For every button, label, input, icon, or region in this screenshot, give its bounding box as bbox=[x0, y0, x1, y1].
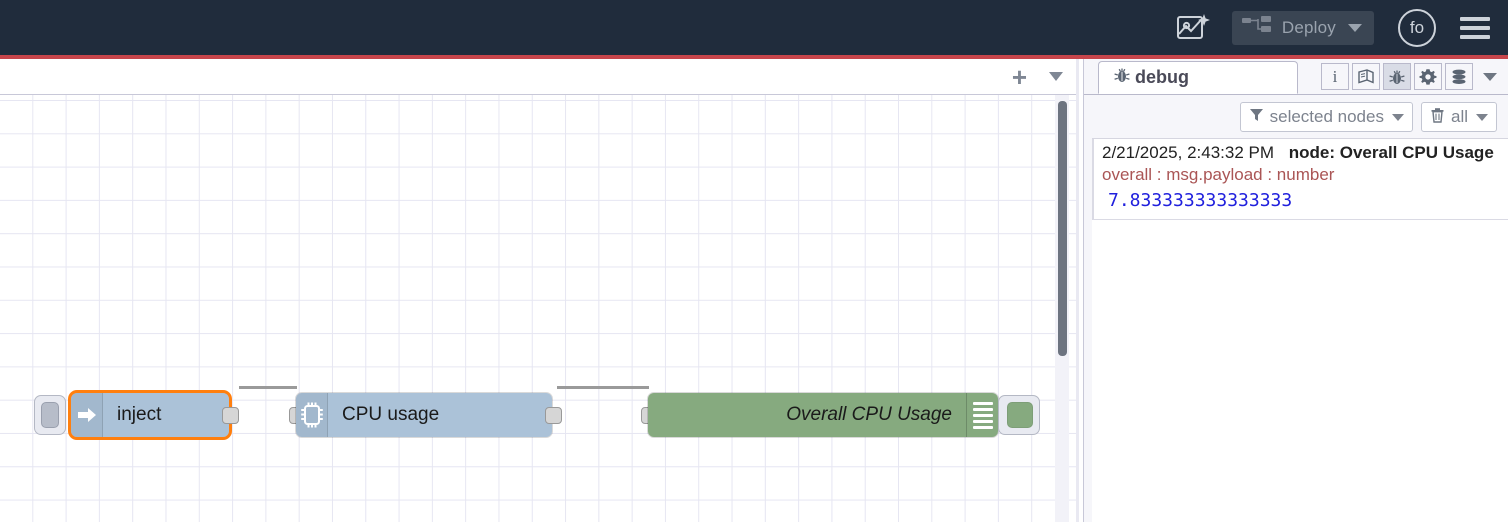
header-accent-line bbox=[0, 55, 1508, 59]
debug-node-body[interactable]: Overall CPU Usage bbox=[648, 393, 998, 437]
sidebar-more-chevron-icon[interactable] bbox=[1483, 72, 1497, 81]
debug-sidebar: debug i bbox=[1083, 59, 1508, 522]
debug-message-list[interactable]: 2/21/2025, 2:43:32 PM node: Overall CPU … bbox=[1092, 138, 1508, 522]
cpu-output-port[interactable] bbox=[545, 407, 562, 424]
config-gear-icon[interactable] bbox=[1414, 63, 1442, 90]
debug-node-filter-label: selected nodes bbox=[1269, 107, 1384, 126]
debug-node-filter-button[interactable]: selected nodes bbox=[1239, 102, 1413, 132]
debug-message[interactable]: 2/21/2025, 2:43:32 PM node: Overall CPU … bbox=[1092, 139, 1508, 220]
debug-message-timestamp: 2/21/2025, 2:43:32 PM bbox=[1102, 143, 1275, 162]
flow-sparkle-icon[interactable] bbox=[1176, 12, 1210, 44]
clear-chevron-icon[interactable] bbox=[1476, 113, 1488, 121]
debug-message-node: node: Overall CPU Usage bbox=[1288, 143, 1494, 162]
info-icon[interactable]: i bbox=[1321, 63, 1349, 90]
funnel-icon bbox=[1249, 107, 1264, 127]
tab-debug-label: debug bbox=[1135, 67, 1189, 87]
context-data-icon[interactable] bbox=[1445, 63, 1473, 90]
cpu-node-body[interactable]: CPU usage bbox=[296, 393, 552, 437]
filter-chevron-icon[interactable] bbox=[1391, 113, 1404, 121]
deploy-button[interactable]: Deploy bbox=[1231, 10, 1374, 45]
inject-output-port[interactable] bbox=[222, 407, 239, 424]
help-book-icon[interactable] bbox=[1352, 63, 1380, 90]
flow-list-chevron-icon[interactable] bbox=[1049, 72, 1063, 81]
wire-inject-to-cpu bbox=[239, 386, 297, 389]
debug-enable-toggle[interactable] bbox=[998, 395, 1040, 435]
hamburger-menu-icon[interactable] bbox=[1460, 16, 1490, 39]
flow-tab-bar: + bbox=[0, 59, 1079, 95]
debug-message-property: overall : msg.payload : number bbox=[1102, 165, 1335, 184]
flow-workspace: + inject bbox=[0, 59, 1079, 522]
trash-icon bbox=[1430, 107, 1445, 128]
inject-trigger-button[interactable] bbox=[34, 395, 66, 435]
deploy-label: Deploy bbox=[1281, 17, 1336, 37]
debug-node-label: Overall CPU Usage bbox=[786, 404, 952, 425]
debug-lines-icon bbox=[966, 393, 998, 437]
inject-node-label: inject bbox=[117, 404, 162, 425]
arrow-right-icon bbox=[71, 393, 103, 437]
debug-clear-label: all bbox=[1450, 107, 1468, 126]
cpu-node-label: CPU usage bbox=[342, 404, 440, 425]
avatar[interactable]: fo bbox=[1398, 8, 1436, 47]
bug-icon bbox=[1113, 66, 1131, 89]
inject-node-body[interactable]: inject bbox=[68, 390, 232, 440]
debug-message-header: 2/21/2025, 2:43:32 PM node: Overall CPU … bbox=[1102, 143, 1503, 163]
add-flow-button[interactable]: + bbox=[1011, 61, 1027, 92]
canvas-scrollbar-thumb[interactable] bbox=[1058, 101, 1067, 356]
flow-canvas[interactable]: inject CP bbox=[0, 95, 1079, 522]
debug-message-value: 7.833333333333333 bbox=[1108, 190, 1293, 211]
deploy-options-chevron-icon[interactable] bbox=[1348, 23, 1362, 32]
tab-debug[interactable]: debug bbox=[1098, 61, 1298, 94]
debug-bug-icon[interactable] bbox=[1383, 63, 1411, 90]
deploy-node-icon bbox=[1241, 16, 1272, 39]
workspace-right-edge bbox=[1076, 59, 1079, 522]
debug-clear-button[interactable]: all bbox=[1420, 102, 1497, 132]
sidebar-icon-buttons: i bbox=[1318, 63, 1501, 90]
sidebar-tab-row: debug i bbox=[1084, 59, 1508, 95]
avatar-initials: fo bbox=[1409, 17, 1425, 37]
app-header: Deploy fo bbox=[0, 0, 1508, 55]
debug-filter-row: selected nodes all bbox=[1084, 96, 1508, 138]
wire-cpu-to-debug bbox=[557, 386, 649, 389]
microchip-icon bbox=[296, 393, 328, 437]
